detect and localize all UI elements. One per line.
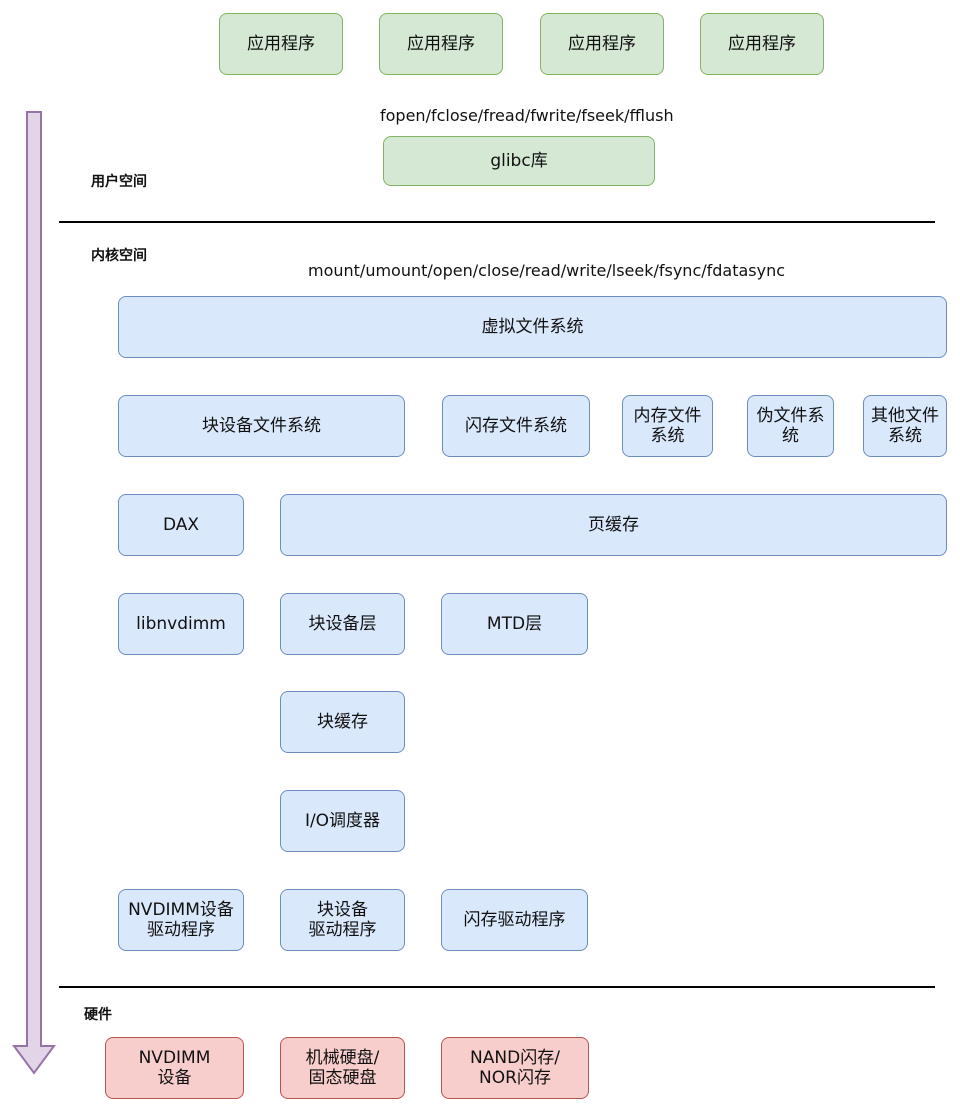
app-box-3: 应用程序 [540,13,664,75]
other-fs-box: 其他文件 系统 [863,395,947,457]
block-driver-box: 块设备 驱动程序 [280,889,405,951]
flash-driver-box: 闪存驱动程序 [441,889,588,951]
glibc-box: glibc库 [383,136,655,186]
vfs-label: 虚拟文件系统 [481,317,584,337]
flow-down-arrow [12,111,56,1075]
mtd-layer-box: MTD层 [441,593,588,655]
other-fs-label: 其他文件 系统 [871,406,939,446]
mem-fs-box: 内存文件 系统 [622,395,713,457]
io-scheduler-box: I/O调度器 [280,790,405,852]
app-label-2: 应用程序 [407,34,475,54]
vfs-box: 虚拟文件系统 [118,296,947,358]
flash-fs-label: 闪存文件系统 [465,416,567,436]
kernel-space-section-label: 内核空间 [91,248,147,264]
dax-box: DAX [118,494,244,556]
nvdimm-driver-label: NVDIMM设备 驱动程序 [128,900,234,940]
block-layer-box: 块设备层 [280,593,405,655]
nvdimm-device-label: NVDIMM 设备 [138,1048,211,1088]
app-box-1: 应用程序 [219,13,343,75]
user-space-section-label: 用户空间 [91,174,147,190]
flash-box: NAND闪存/ NOR闪存 [441,1037,589,1099]
block-driver-label: 块设备 驱动程序 [308,900,377,940]
flow-down-arrow-shape [12,111,56,1075]
pseudo-fs-box: 伪文件系 统 [747,395,834,457]
block-fs-label: 块设备文件系统 [202,416,321,436]
app-box-2: 应用程序 [379,13,503,75]
block-cache-label: 块缓存 [317,712,368,732]
pseudo-fs-label: 伪文件系 统 [756,406,825,446]
disk-label: 机械硬盘/ 固态硬盘 [305,1048,380,1088]
app-label-1: 应用程序 [247,34,315,54]
mem-fs-label: 内存文件 系统 [633,406,702,446]
page-cache-label: 页缓存 [588,515,639,535]
user-kernel-divider [59,221,935,223]
disk-box: 机械硬盘/ 固态硬盘 [280,1037,405,1099]
flash-label: NAND闪存/ NOR闪存 [470,1048,560,1088]
app-label-4: 应用程序 [728,34,796,54]
hardware-section-label: 硬件 [84,1007,112,1023]
libnvdimm-box: libnvdimm [118,593,244,655]
nvdimm-driver-box: NVDIMM设备 驱动程序 [118,889,244,951]
syscalls-label: mount/umount/open/close/read/write/lseek… [308,261,786,280]
app-box-4: 应用程序 [700,13,824,75]
app-label-3: 应用程序 [568,34,636,54]
flash-fs-box: 闪存文件系统 [442,395,590,457]
io-scheduler-label: I/O调度器 [304,811,381,831]
block-layer-label: 块设备层 [308,614,377,634]
block-cache-box: 块缓存 [280,691,405,753]
libnvdimm-label: libnvdimm [136,614,226,634]
page-cache-box: 页缓存 [280,494,947,556]
block-fs-box: 块设备文件系统 [118,395,405,457]
libc-calls-label: fopen/fclose/fread/fwrite/fseek/fflush [380,106,674,125]
kernel-hardware-divider [59,986,935,988]
mtd-layer-label: MTD层 [486,614,543,634]
flash-driver-label: 闪存驱动程序 [463,910,566,930]
nvdimm-device-box: NVDIMM 设备 [105,1037,244,1099]
glibc-label: glibc库 [490,151,548,171]
dax-label: DAX [162,515,200,535]
